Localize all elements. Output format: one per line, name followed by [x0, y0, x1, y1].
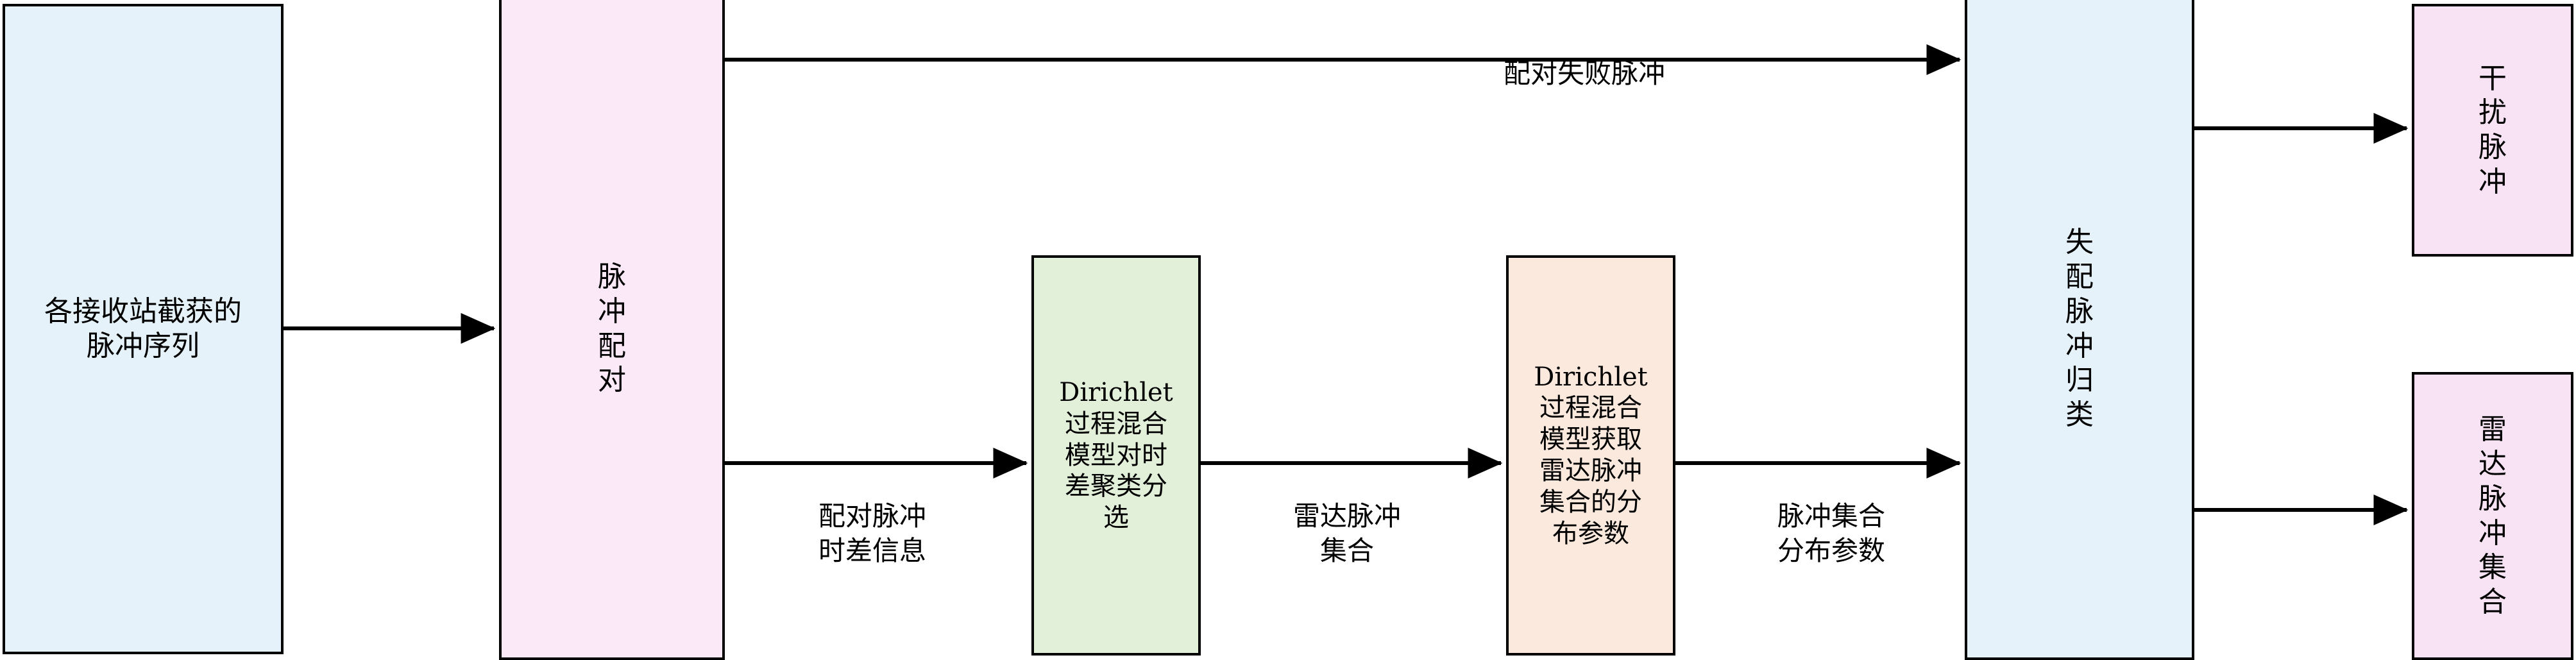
node-radar-pulse-set[interactable]: 雷达脉冲集合	[2412, 372, 2573, 660]
edge-label-pairing-failed-pulse: 配对失败脉冲	[1503, 58, 1665, 89]
node-dpmm-distribution-parameters-label: Dirichlet过程混合模型获取雷达脉冲集合的分布参数	[1534, 362, 1648, 548]
node-pulse-pairing[interactable]: 脉冲配对	[499, 0, 725, 660]
edge-label-paired-pulse-time-difference: 配对脉冲 时差信息	[818, 500, 926, 566]
node-dpmm-distribution-parameters[interactable]: Dirichlet过程混合模型获取雷达脉冲集合的分布参数	[1506, 255, 1675, 656]
edge-label-pulse-set-distribution-parameters: 脉冲集合 分布参数	[1777, 500, 1885, 566]
node-input-pulse-sequence[interactable]: 各接收站截获的脉冲序列	[3, 4, 284, 654]
node-radar-pulse-set-label: 雷达脉冲集合	[2479, 413, 2507, 618]
node-pulse-pairing-label: 脉冲配对	[598, 260, 626, 397]
node-mismatched-pulse-classification[interactable]: 失配脉冲归类	[1965, 0, 2194, 660]
node-dpmm-time-difference-clustering[interactable]: Dirichlet过程混合模型对时差聚类分选	[1031, 255, 1201, 656]
edge-label-radar-pulse-set: 雷达脉冲 集合	[1292, 500, 1401, 566]
node-input-label: 各接收站截获的脉冲序列	[44, 295, 242, 362]
node-jamming-pulse-label: 干扰脉冲	[2479, 62, 2507, 198]
node-dpmm-time-difference-clustering-label: Dirichlet过程混合模型对时差聚类分选	[1059, 378, 1173, 533]
node-jamming-pulse[interactable]: 干扰脉冲	[2412, 4, 2573, 257]
node-mismatched-pulse-classification-label: 失配脉冲归类	[2065, 226, 2094, 431]
